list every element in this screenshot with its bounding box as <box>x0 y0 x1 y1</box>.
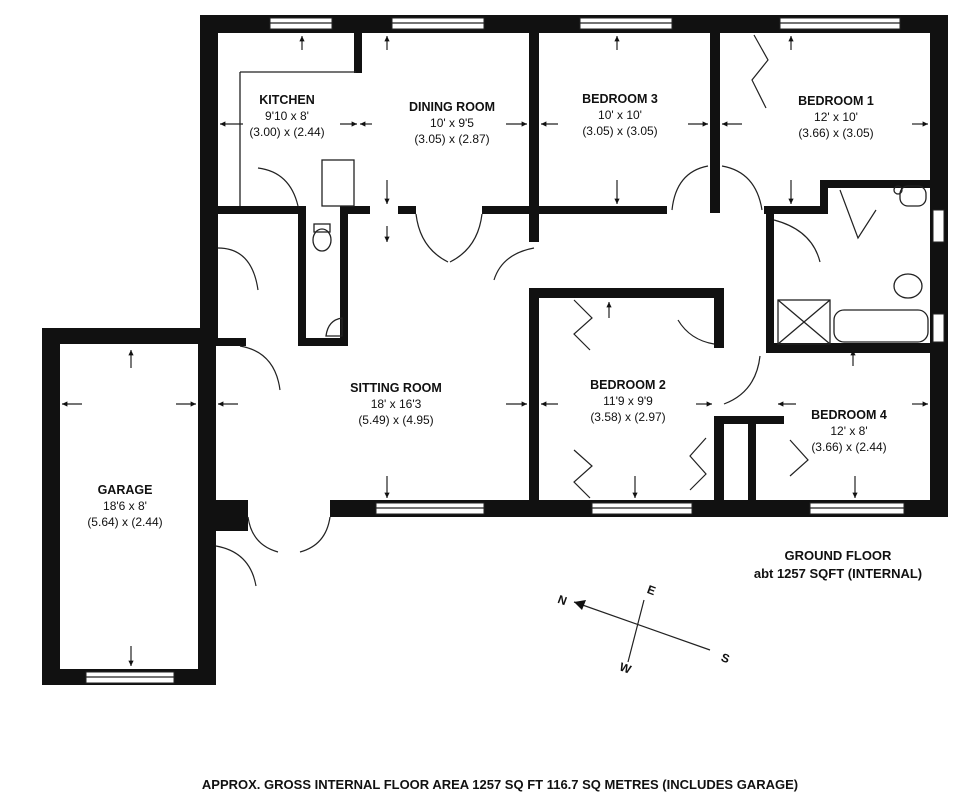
compass-n-label: N <box>556 592 569 608</box>
compass-arrow-north <box>574 600 586 610</box>
kitchen-fittings <box>239 71 356 207</box>
dimension-arrowhead <box>521 121 527 127</box>
dimension-arrowhead <box>541 121 547 127</box>
dimension-arrowhead <box>128 660 134 666</box>
wc-fittings <box>312 223 343 337</box>
dimension-arrowhead <box>384 198 390 204</box>
room-bedroom-2: BEDROOM 2 11'9 x 9'9 (3.58) x (2.97) <box>590 378 666 424</box>
room-dimensions-metric: (5.64) x (2.44) <box>87 515 162 529</box>
compass-ew-line <box>627 599 645 663</box>
dimension-arrowhead <box>541 401 547 407</box>
dimension-arrowhead <box>384 236 390 242</box>
dimension-arrowhead <box>190 401 196 407</box>
room-dimensions-imperial: 10' x 10' <box>598 108 642 122</box>
room-dining: DINING ROOM 10' x 9'5 (3.05) x (2.87) <box>409 100 495 146</box>
dimension-arrowhead <box>788 36 794 42</box>
room-dimensions-imperial: 18'6 x 8' <box>103 499 147 513</box>
room-dimensions-imperial: 12' x 8' <box>830 424 867 438</box>
compass-ns-line <box>573 601 711 651</box>
dimension-arrowhead <box>220 121 226 127</box>
room-dimensions-metric: (3.00) x (2.44) <box>249 125 324 139</box>
dimension-arrows <box>62 36 928 666</box>
dimension-arrowhead <box>702 121 708 127</box>
room-name: BEDROOM 4 <box>811 408 887 422</box>
gross-area-footer: APPROX. GROSS INTERNAL FLOOR AREA 1257 S… <box>202 777 798 792</box>
room-dimensions-metric: (3.05) x (2.87) <box>414 132 489 146</box>
dimension-arrowhead <box>922 121 928 127</box>
dimension-arrowhead <box>384 492 390 498</box>
dimension-arrowhead <box>351 121 357 127</box>
dimension-arrowhead <box>360 121 366 127</box>
compass-e-label: E <box>645 582 657 598</box>
room-kitchen: KITCHEN 9'10 x 8' (3.00) x (2.44) <box>249 93 324 139</box>
room-dimensions-metric: (3.66) x (3.05) <box>798 126 873 140</box>
dimension-arrowhead <box>850 350 856 356</box>
dimension-arrowhead <box>632 492 638 498</box>
dimension-arrowhead <box>218 401 224 407</box>
room-dimensions-metric: (3.66) x (2.44) <box>811 440 886 454</box>
dimension-arrowhead <box>62 401 68 407</box>
room-dimensions-imperial: 9'10 x 8' <box>265 109 309 123</box>
room-name: DINING ROOM <box>409 100 495 114</box>
dimension-arrowhead <box>606 302 612 308</box>
room-dimensions-imperial: 11'9 x 9'9 <box>603 394 653 408</box>
room-name: BEDROOM 3 <box>582 92 658 106</box>
dimension-arrowhead <box>614 198 620 204</box>
room-dimensions-metric: (3.58) x (2.97) <box>590 410 665 424</box>
room-garage: GARAGE 18'6 x 8' (5.64) x (2.44) <box>87 483 162 529</box>
dimension-arrowhead <box>852 492 858 498</box>
dimension-arrowhead <box>778 401 784 407</box>
interior-walls <box>216 33 936 506</box>
room-dimensions-metric: (5.49) x (4.95) <box>358 413 433 427</box>
compass-w-label: W <box>618 660 634 677</box>
room-name: BEDROOM 2 <box>590 378 666 392</box>
room-dimensions-metric: (3.05) x (3.05) <box>582 124 657 138</box>
dimension-arrowhead <box>128 350 134 356</box>
compass: N E S W <box>556 582 732 677</box>
room-bedroom-4: BEDROOM 4 12' x 8' (3.66) x (2.44) <box>811 408 887 454</box>
floor-title: GROUND FLOOR <box>785 548 892 563</box>
windows <box>85 17 945 684</box>
dimension-arrowhead <box>384 36 390 42</box>
room-name: GARAGE <box>98 483 153 497</box>
room-name: KITCHEN <box>259 93 315 107</box>
room-bedroom-1: BEDROOM 1 12' x 10' (3.66) x (3.05) <box>798 94 874 140</box>
dimension-arrowhead <box>521 401 527 407</box>
dimension-arrowhead <box>614 36 620 42</box>
floor-area: abt 1257 SQFT (INTERNAL) <box>754 566 922 581</box>
room-name: SITTING ROOM <box>350 381 442 395</box>
dimension-arrowhead <box>722 121 728 127</box>
room-dimensions-imperial: 12' x 10' <box>814 110 858 124</box>
room-sitting: SITTING ROOM 18' x 16'3 (5.49) x (4.95) <box>350 381 442 427</box>
room-dimensions-imperial: 10' x 9'5 <box>430 116 474 130</box>
dimension-arrowhead <box>706 401 712 407</box>
room-name: BEDROOM 1 <box>798 94 874 108</box>
room-bedroom-3: BEDROOM 3 10' x 10' (3.05) x (3.05) <box>582 92 658 138</box>
dimension-arrowhead <box>299 36 305 42</box>
bathroom-fittings <box>777 185 929 345</box>
room-dimensions-imperial: 18' x 16'3 <box>371 397 422 411</box>
floor-info: GROUND FLOOR abt 1257 SQFT (INTERNAL) <box>754 548 922 581</box>
dimension-arrowhead <box>788 198 794 204</box>
compass-s-label: S <box>719 650 731 666</box>
dimension-arrowhead <box>922 401 928 407</box>
doors <box>215 34 877 587</box>
